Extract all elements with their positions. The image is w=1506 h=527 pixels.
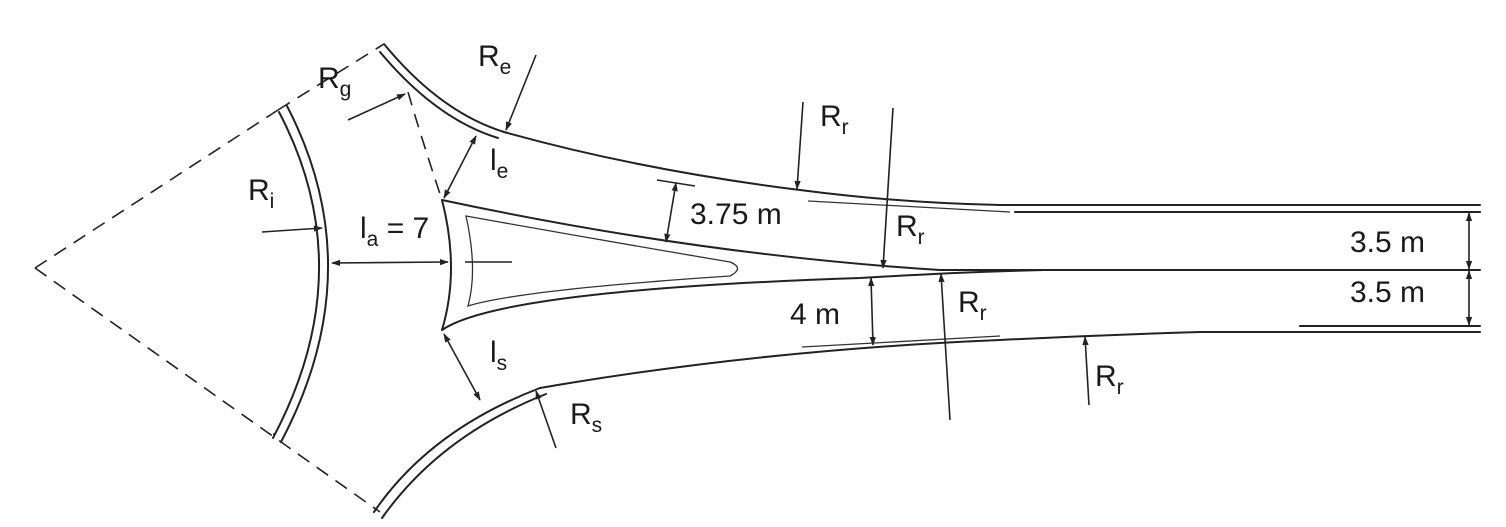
le-dimension — [443, 135, 477, 199]
central-island-edge — [272, 105, 329, 443]
entry-width-dimension — [664, 182, 678, 243]
dimension-text-4: 4 m — [790, 298, 840, 331]
label-r-r-mid-lower: Rr — [958, 286, 987, 325]
label-r-s: Rs — [570, 398, 602, 437]
rr-bottom-arrow — [1082, 336, 1090, 406]
radius-arrows — [261, 54, 1090, 449]
dimension-text-3-5-lower: 3.5 m — [1350, 276, 1425, 309]
label-r-e: Re — [478, 40, 511, 79]
label-l-e: le — [490, 144, 508, 183]
ri-arrow — [261, 225, 323, 233]
label-l-s: ls — [490, 336, 507, 375]
rg-arrow — [347, 93, 406, 121]
label-r-i: Ri — [248, 174, 274, 213]
la-dimension — [331, 258, 449, 267]
dimension-text-3-5-upper: 3.5 m — [1350, 226, 1425, 259]
ls-dimension — [443, 333, 481, 401]
rr-mid-upper-arrow — [880, 107, 894, 269]
label-r-r-bottom: Rr — [1095, 360, 1124, 399]
dimension-text-3-75: 3.75 m — [690, 198, 782, 231]
exit-curb — [273, 211, 1481, 519]
rs-arrow — [535, 390, 557, 449]
circulatory-outline-dashed — [34, 43, 443, 513]
entry-curb — [379, 43, 1481, 213]
exit-width-dimension — [868, 277, 876, 346]
splitter-island — [441, 199, 1481, 331]
label-r-r-top: Rr — [820, 100, 849, 139]
label-r-g: Rg — [318, 62, 351, 101]
rr-mid-lower-arrow — [938, 273, 951, 421]
label-r-r-mid-upper: Rr — [896, 210, 925, 249]
dimension-arrows — [331, 135, 1473, 401]
re-arrow — [505, 54, 537, 131]
labels: Re Rg Ri le la = 7 ls Rs Rr Rr Rr Rr — [248, 40, 1425, 437]
rr-top-arrow — [794, 101, 804, 190]
label-l-a: la = 7 — [360, 212, 429, 251]
